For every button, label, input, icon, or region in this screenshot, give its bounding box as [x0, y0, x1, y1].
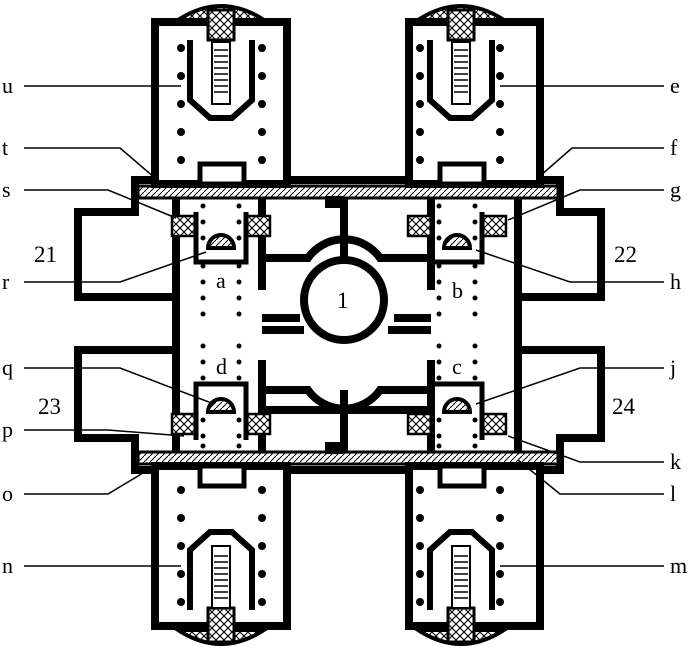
callout-s-label: s [2, 177, 11, 202]
callout-e-label: e [670, 73, 680, 98]
port-22-label: 22 [614, 242, 637, 267]
callout-m-label: m [670, 553, 687, 578]
central-channels [258, 198, 435, 452]
callout-h-label: h [670, 269, 681, 294]
center-chamber [300, 196, 388, 454]
poppet-valve-b [406, 203, 508, 265]
callout-p-label: p [2, 417, 13, 442]
callout-r-label: r [2, 269, 10, 294]
callout-t-label: t [2, 135, 8, 160]
solenoid-top-right [405, 4, 544, 188]
callout-j-label: j [669, 355, 676, 380]
poppet-valve-c [406, 381, 508, 449]
callout-k-label: k [670, 449, 681, 474]
center-chamber-label: 1 [337, 288, 349, 313]
solenoid-bottom-left [151, 462, 291, 646]
labels: 1 21 22 23 24 a b c d u t s r q p o n e … [2, 73, 687, 578]
poppet-valve-a [170, 203, 272, 265]
callout-o-label: o [2, 481, 13, 506]
solenoid-bottom-right [405, 462, 544, 646]
solenoid-top-left [151, 4, 291, 188]
callout-u-label: u [2, 73, 13, 98]
port-21-label: 21 [34, 242, 57, 267]
callout-leaders [24, 85, 664, 567]
callout-g-label: g [670, 177, 681, 202]
callout-l-label: l [670, 481, 676, 506]
callout-f-label: f [670, 135, 678, 160]
callout-q-label: q [2, 355, 13, 380]
valve-a-label: a [216, 268, 226, 293]
callout-n-label: n [2, 553, 13, 578]
port-23-label: 23 [38, 394, 61, 419]
valve-d-label: d [216, 354, 227, 379]
pilot-dot-lines [200, 263, 478, 381]
valve-b-label: b [452, 278, 463, 303]
poppet-valve-d [170, 381, 272, 449]
port-24-label: 24 [612, 394, 636, 419]
valve-c-label: c [452, 354, 462, 379]
